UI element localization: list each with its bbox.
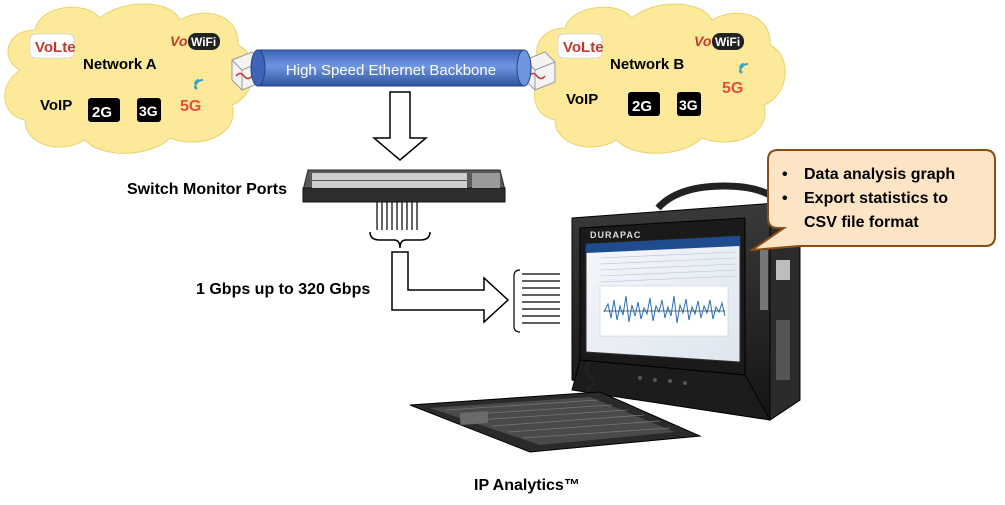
switch-monitor-ports-label: Switch Monitor Ports — [127, 181, 287, 198]
5g-badge-a: 5G — [180, 79, 204, 115]
vowifi-badge-b: Vo WiFi — [694, 33, 744, 50]
callout-bullet-2: • — [782, 190, 788, 207]
network-b-cloud: VoLte Vo WiFi Network B VoIP 2G 3G 5G — [533, 3, 786, 154]
2g-badge-b: 2G — [628, 92, 660, 116]
svg-text:5G: 5G — [180, 98, 201, 115]
vowifi-badge-a: Vo WiFi — [170, 33, 220, 50]
vowifi-vo-text-b: Vo — [694, 33, 712, 49]
brand-label: DURAPAC — [590, 230, 641, 240]
screen-app — [586, 236, 740, 337]
keyboard — [409, 391, 702, 453]
callout-bullet-1: • — [782, 166, 788, 183]
network-a-cloud: VoLte Vo WiFi Network A VoIP 2G 3G 5G — [4, 3, 254, 154]
switch-ports — [312, 173, 500, 188]
ip-analytics-device: DURAPAC — [409, 182, 801, 453]
input-lines — [513, 269, 560, 333]
volte-badge-b: VoLte — [557, 33, 604, 59]
switch-cables — [376, 202, 418, 230]
bent-arrow-icon — [391, 251, 510, 324]
callout-item-2: Export statistics to — [804, 190, 948, 207]
voip-label-a: VoIP — [40, 97, 72, 114]
3g-badge-b: 3G — [677, 92, 701, 116]
down-arrow-icon — [371, 91, 429, 161]
status-leds — [638, 376, 687, 385]
svg-text:3G: 3G — [679, 97, 698, 113]
touchpad — [459, 411, 489, 425]
ethernet-backbone-pipe: High Speed Ethernet Backbone — [250, 49, 532, 87]
cable-brace — [369, 231, 431, 249]
bandwidth-label: 1 Gbps up to 320 Gbps — [196, 281, 370, 298]
network-b-label: Network B — [610, 56, 684, 73]
svg-text:3G: 3G — [139, 103, 158, 119]
svg-text:2G: 2G — [92, 104, 112, 121]
3g-badge-a: 3G — [137, 98, 161, 122]
vowifi-wifi-text-b: WiFi — [715, 35, 740, 49]
network-a-label: Network A — [83, 56, 157, 73]
5g-badge-b: 5G — [722, 63, 749, 97]
volte-text-a: VoLte — [35, 39, 76, 56]
voip-label-b: VoIP — [566, 91, 598, 108]
callout-item-3: CSV file format — [804, 214, 919, 231]
volte-text-b: VoLte — [563, 39, 604, 56]
vowifi-vo-text-a: Vo — [170, 33, 188, 49]
2g-badge-a: 2G — [88, 98, 120, 122]
svg-text:5G: 5G — [722, 80, 743, 97]
vowifi-wifi-text-a: WiFi — [191, 35, 216, 49]
side-vents — [760, 250, 790, 380]
backbone-label: High Speed Ethernet Backbone — [286, 62, 496, 79]
svg-text:2G: 2G — [632, 98, 652, 115]
network-switch — [302, 169, 506, 203]
volte-badge-a: VoLte — [29, 33, 76, 59]
callout-item-1: Data analysis graph — [804, 166, 955, 183]
device-caption: IP Analytics™ — [474, 477, 580, 494]
feature-callout: • Data analysis graph • Export statistic… — [748, 149, 996, 252]
